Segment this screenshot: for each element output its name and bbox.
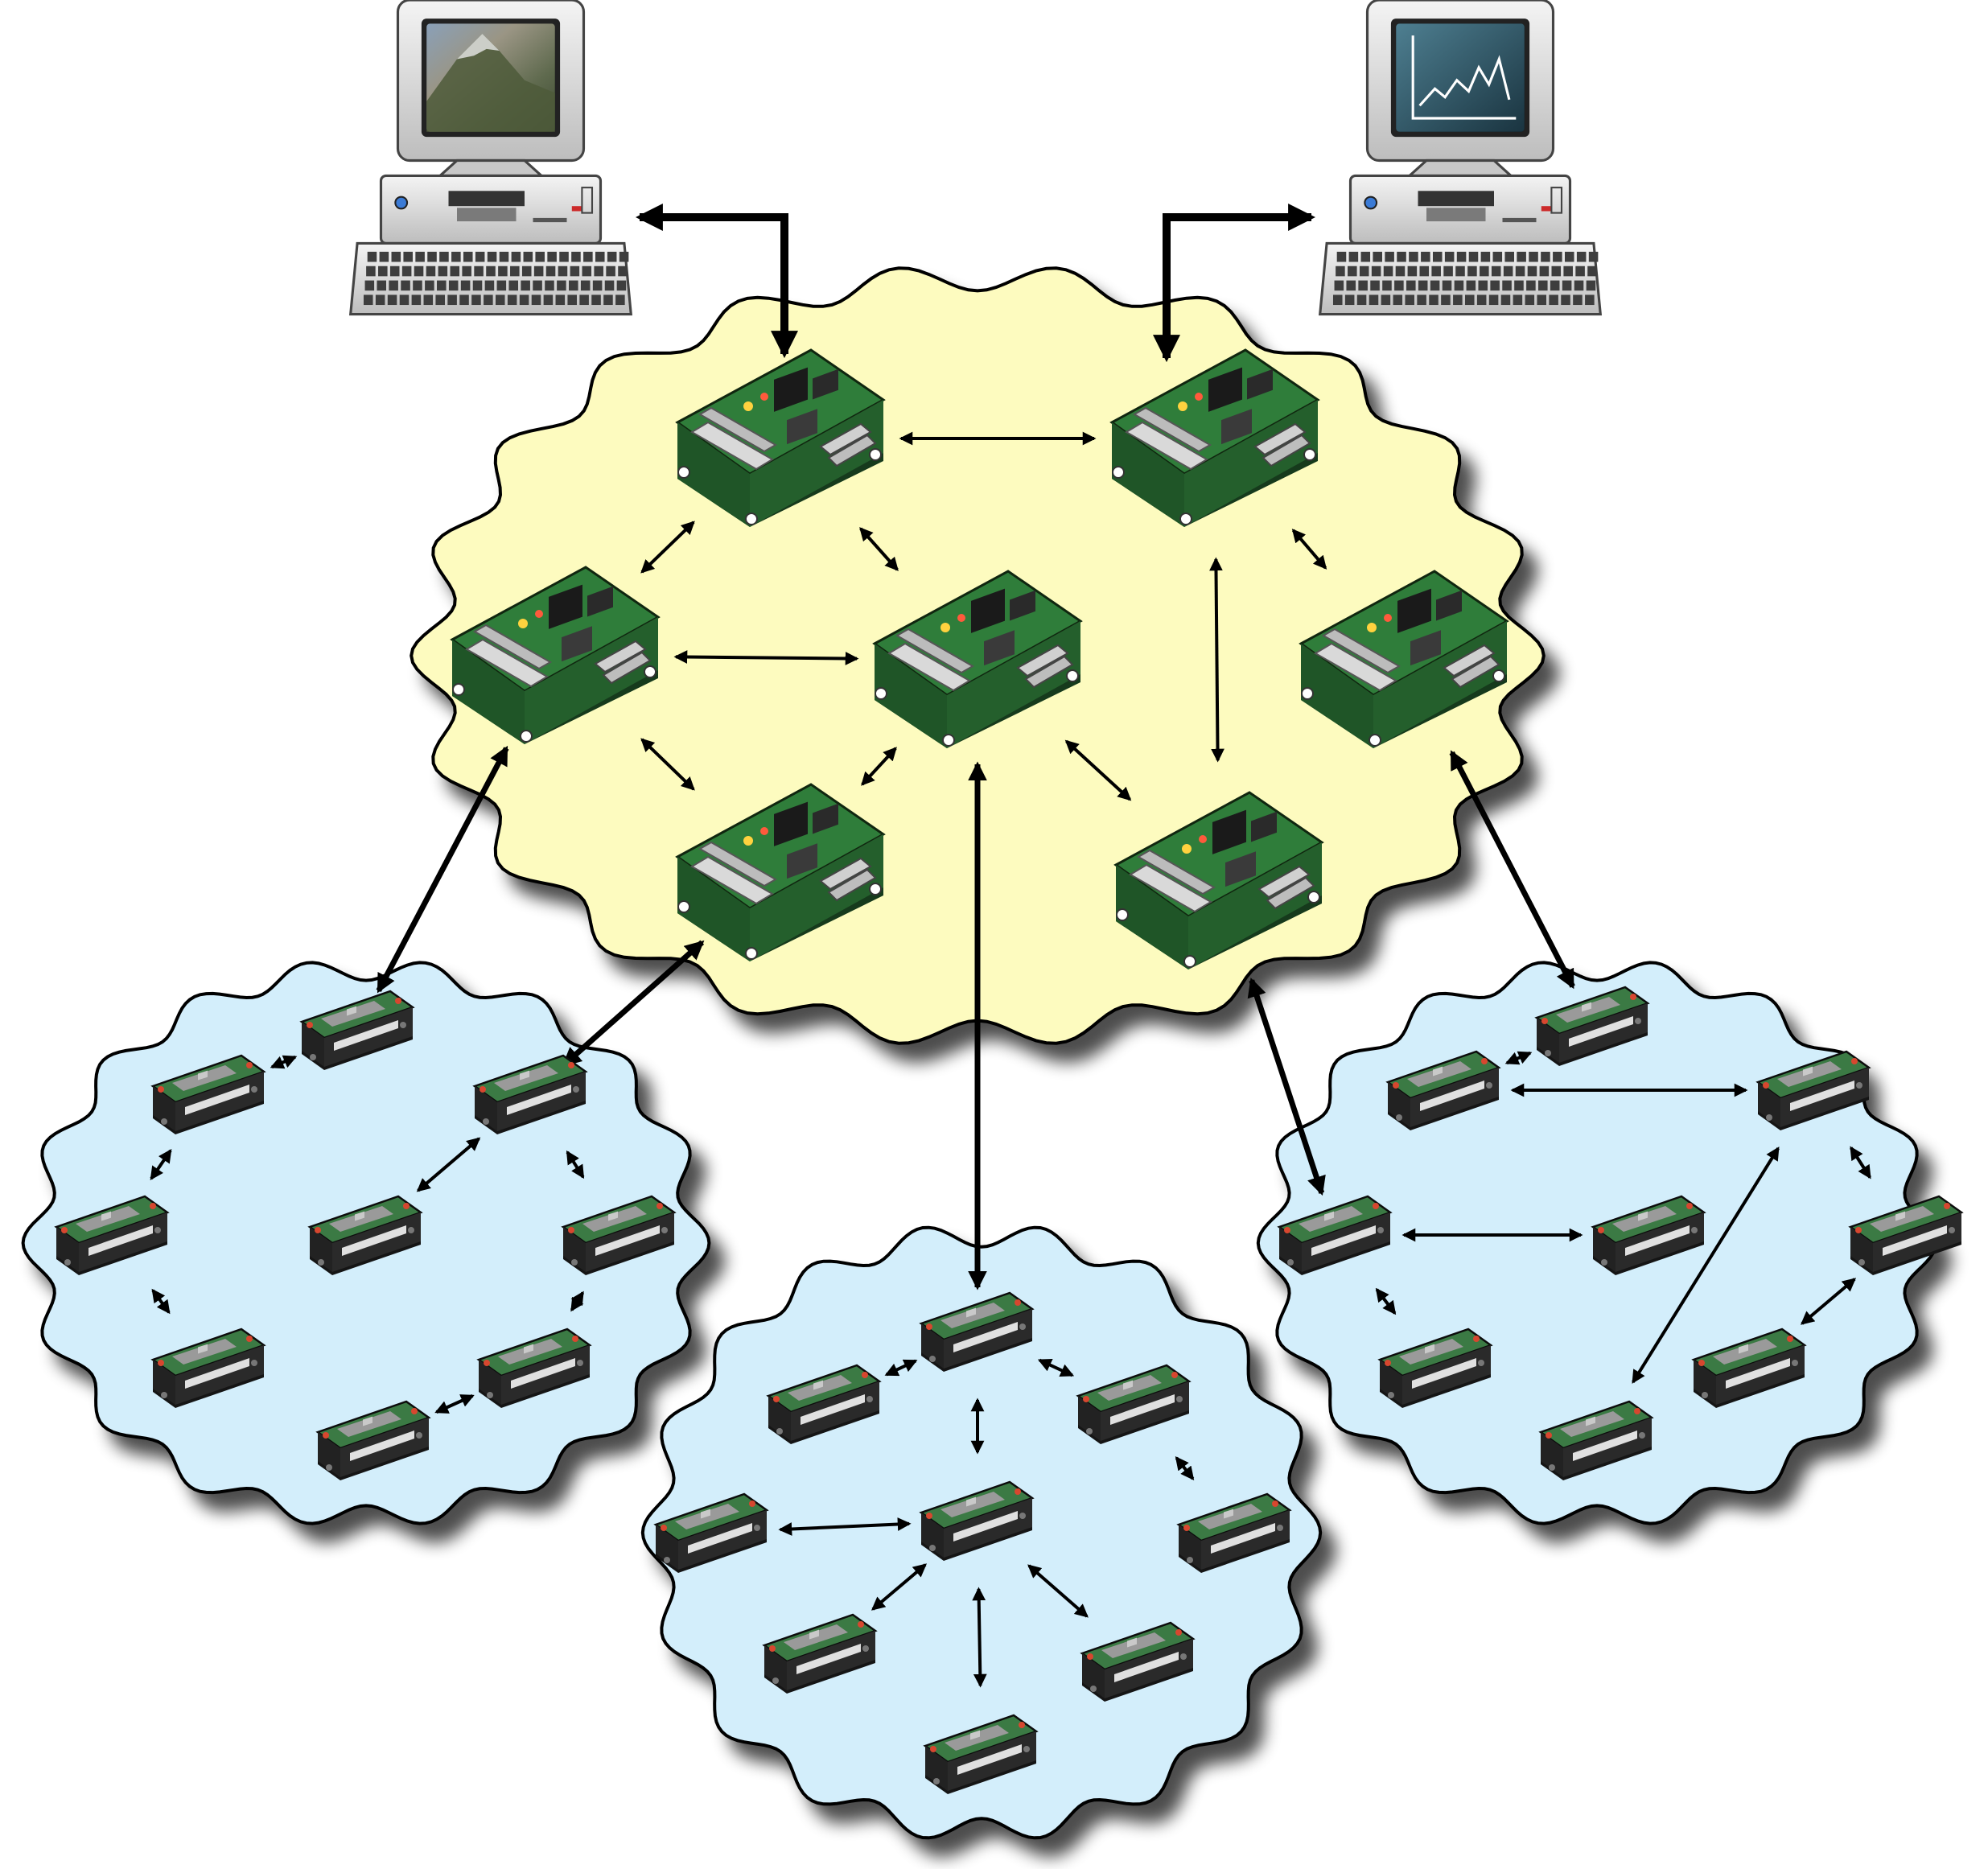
link-C3-C7 bbox=[1175, 1455, 1195, 1481]
link-pc-right-G2 bbox=[1152, 203, 1316, 363]
link-G4-G5 bbox=[861, 747, 897, 786]
link-R1-R2 bbox=[1504, 1051, 1533, 1065]
link-R3-R4 bbox=[1375, 1287, 1397, 1315]
link-R5-R9 bbox=[1632, 1146, 1780, 1384]
link-G1-G4 bbox=[859, 527, 899, 571]
link-G3-G4 bbox=[673, 650, 859, 665]
link-G5-L4 bbox=[562, 940, 705, 1068]
computer-icon bbox=[1319, 0, 1602, 316]
link-L2-L3 bbox=[150, 1149, 172, 1180]
link-L1-L2 bbox=[270, 1055, 298, 1069]
link-G2-G7 bbox=[1209, 557, 1224, 763]
link-L4-L7 bbox=[566, 1150, 585, 1179]
link-L3-L6 bbox=[151, 1288, 171, 1315]
link-G8-R1 bbox=[1449, 750, 1575, 990]
links-layer bbox=[150, 203, 1871, 1688]
link-C1-C2 bbox=[884, 1359, 918, 1377]
link-R7-R8 bbox=[1800, 1278, 1857, 1325]
link-R7-R5 bbox=[1850, 1146, 1871, 1179]
link-G1-G3 bbox=[640, 521, 695, 574]
link-pc-left-G1 bbox=[635, 203, 799, 359]
link-C1-C3 bbox=[1037, 1358, 1075, 1377]
link-L4-L5 bbox=[416, 1137, 481, 1192]
link-G2-G8 bbox=[1291, 529, 1327, 570]
link-C4-C5 bbox=[778, 1517, 912, 1536]
link-G3-L1 bbox=[376, 745, 509, 994]
link-C5-C8 bbox=[1027, 1564, 1089, 1618]
link-G7-R3 bbox=[1247, 978, 1326, 1196]
link-C5-C9 bbox=[972, 1587, 987, 1688]
nodes-layer bbox=[55, 0, 1963, 1796]
computer-icon bbox=[349, 0, 632, 316]
link-G3-G5 bbox=[640, 738, 695, 791]
link-L7-L8 bbox=[570, 1291, 585, 1312]
chart-screen bbox=[1396, 23, 1525, 132]
link-C5-C6 bbox=[871, 1563, 928, 1611]
link-G4-G7 bbox=[1064, 739, 1132, 801]
link-L8-L9 bbox=[434, 1394, 475, 1414]
